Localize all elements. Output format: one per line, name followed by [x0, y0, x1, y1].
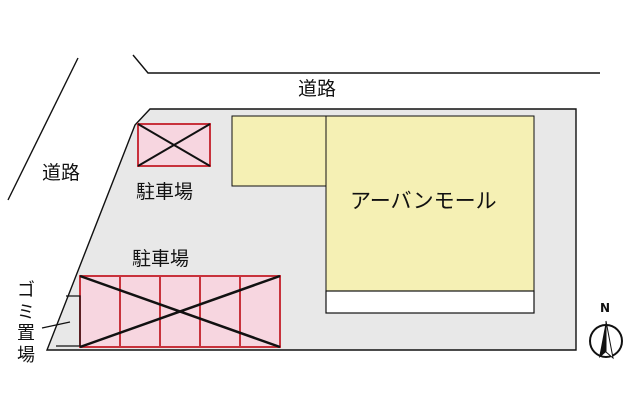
north-arrow-icon — [589, 320, 623, 360]
parking-small-label: 駐車場 — [136, 181, 194, 203]
parking-small — [137, 123, 211, 167]
north-label: N — [600, 301, 611, 315]
road-edge-left — [7, 57, 79, 201]
parking-large — [79, 274, 281, 349]
garbage-area-outline — [56, 295, 81, 347]
building-main — [325, 115, 535, 292]
road-label-top: 道路 — [298, 78, 337, 100]
building-label: アーバンモール — [350, 189, 497, 213]
building-annex — [231, 115, 327, 187]
road-label-left: 道路 — [42, 162, 81, 184]
building-mall — [231, 115, 535, 314]
parking-large-label: 駐車場 — [132, 248, 190, 270]
road-edge-top — [132, 54, 600, 74]
garbage-label-leader — [41, 321, 71, 329]
garbage-area-label: ゴミ置場 — [17, 280, 35, 366]
building-lower-strip — [325, 290, 535, 314]
parking-small-cross-b — [137, 123, 211, 167]
parking-large-cross-b — [79, 274, 281, 349]
